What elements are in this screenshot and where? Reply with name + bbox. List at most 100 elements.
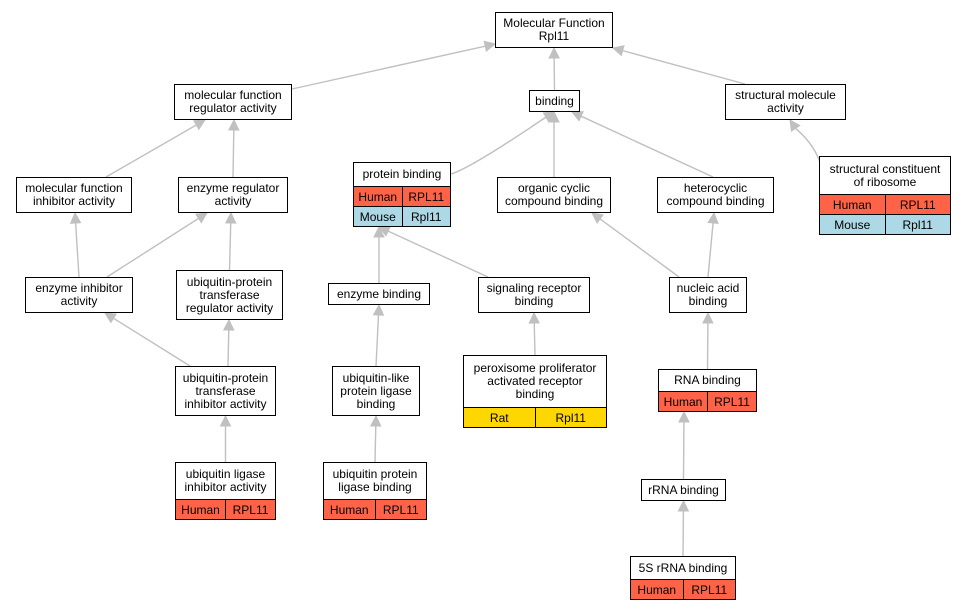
node-nucleic-acid: nucleic acid binding bbox=[669, 277, 747, 313]
node-heterocyclic: heterocyclic compound binding bbox=[657, 177, 774, 213]
edge-ubl-ligase-binding-to-enzyme-binding bbox=[375, 314, 380, 367]
node-label: molecular function inhibitor activity bbox=[25, 181, 123, 208]
node-label: 5S rRNA binding bbox=[638, 560, 728, 575]
node-signaling-receptor: signaling receptor binding bbox=[478, 277, 590, 313]
node-label: protein binding bbox=[362, 167, 442, 181]
node-structural-molecule: structural molecule activity bbox=[725, 84, 846, 120]
species-label: Human bbox=[329, 502, 369, 517]
species-label: Mouse bbox=[359, 209, 396, 224]
edge-signaling-receptor-to-protein-binding bbox=[387, 230, 489, 278]
edge-nucleic-acid-to-organic-cyclic bbox=[599, 218, 680, 278]
species-row: Human RPL11 bbox=[659, 391, 756, 411]
edge-ub-protein-ligase-binding-to-ubl-ligase-binding bbox=[374, 425, 377, 463]
arrowhead bbox=[591, 212, 604, 224]
gene-label: Rpl11 bbox=[401, 207, 451, 226]
arrowhead bbox=[224, 211, 237, 224]
node-label: rRNA binding bbox=[648, 482, 719, 497]
edge-ub-transferase-inhibitor-to-enzyme-inhibitor bbox=[113, 317, 191, 367]
edge-ub-transferase-regulator-to-enzyme-regulator bbox=[228, 222, 232, 271]
arrowhead bbox=[373, 225, 385, 238]
arrowhead bbox=[548, 110, 560, 123]
species-label: Human bbox=[832, 197, 872, 212]
arrowhead bbox=[228, 118, 240, 131]
node-label: ubiquitin-like protein ligase binding bbox=[340, 370, 412, 411]
species-label: Human bbox=[181, 502, 220, 517]
node-label: enzyme regulator activity bbox=[186, 181, 280, 208]
species-label: Mouse bbox=[834, 217, 871, 232]
node-enzyme-regulator: enzyme regulator activity bbox=[178, 177, 288, 213]
gene-label: Rpl11 bbox=[884, 215, 951, 234]
node-enzyme-inhibitor: enzyme inhibitor activity bbox=[25, 277, 133, 313]
gene-label: RPL11 bbox=[374, 500, 427, 519]
arrowhead bbox=[707, 211, 719, 224]
node-mf-root: Molecular Function Rpl11 bbox=[495, 12, 613, 48]
arrowhead bbox=[570, 111, 584, 122]
node-enzyme-binding: enzyme binding bbox=[328, 283, 430, 305]
species-row: Mouse Rpl11 bbox=[354, 206, 450, 226]
node-ppar-binding: peroxisome proliferator activated recept… bbox=[463, 355, 607, 428]
gene-label: RPL11 bbox=[401, 187, 451, 206]
edge-structural-molecule-to-mf-root bbox=[622, 49, 746, 85]
node-label: molecular function regulator activity bbox=[184, 88, 282, 115]
arrowhead bbox=[372, 303, 385, 316]
node-label: ubiquitin-protein transferase inhibitor … bbox=[182, 370, 269, 411]
node-label: peroxisome proliferator activated recept… bbox=[473, 361, 597, 401]
gene-label: Rpl11 bbox=[534, 408, 607, 427]
gene-label: RPL11 bbox=[707, 392, 756, 411]
arrowhead bbox=[193, 119, 206, 131]
gene-label: RPL11 bbox=[682, 580, 736, 599]
species-row: Human RPL11 bbox=[324, 499, 426, 519]
arrowhead bbox=[69, 211, 82, 224]
node-rrna-binding: rRNA binding bbox=[641, 479, 726, 501]
arrowhead bbox=[369, 414, 382, 427]
node-label: signaling receptor binding bbox=[486, 281, 582, 308]
node-label: RNA binding bbox=[674, 373, 741, 387]
species-row: Human RPL11 bbox=[176, 499, 275, 519]
edge-enzyme-inhibitor-to-mf-inhibitor bbox=[74, 222, 80, 278]
node-label: enzyme binding bbox=[336, 286, 422, 301]
node-label: ubiquitin ligase inhibitor activity bbox=[184, 467, 267, 494]
edge-ppar-binding-to-signaling-receptor bbox=[533, 322, 536, 356]
arrowhead bbox=[678, 410, 690, 423]
arrowhead bbox=[702, 311, 714, 324]
node-label: ubiquitin protein ligase binding bbox=[332, 467, 418, 494]
species-label: Human bbox=[358, 189, 398, 204]
arrowhead bbox=[195, 212, 208, 224]
edge-mf-inhibitor-to-mf-regulator bbox=[105, 124, 197, 178]
species-label: Human bbox=[637, 582, 677, 597]
node-organic-cyclic: organic cyclic compound binding bbox=[497, 177, 611, 213]
node-label: heterocyclic compound binding bbox=[666, 181, 765, 208]
node-label: binding bbox=[535, 93, 574, 108]
node-label: organic cyclic compound binding bbox=[504, 181, 604, 208]
node-label: structural constituent of ribosome bbox=[829, 161, 941, 189]
edge-ub-transferase-inhibitor-to-ub-transferase-regulator bbox=[227, 329, 230, 367]
arrowhead bbox=[483, 40, 497, 52]
arrowhead bbox=[611, 45, 625, 57]
edge-nucleic-acid-to-heterocyclic bbox=[707, 222, 714, 278]
node-label: enzyme inhibitor activity bbox=[35, 281, 123, 308]
species-label: Rat bbox=[489, 410, 509, 425]
edge-structural-ribosome-to-structural-molecule bbox=[795, 127, 822, 167]
arrowhead bbox=[222, 318, 235, 331]
species-row: Mouse Rpl11 bbox=[820, 214, 950, 234]
gene-label: RPL11 bbox=[225, 500, 275, 519]
node-label: nucleic acid binding bbox=[676, 281, 740, 308]
arrowhead bbox=[104, 312, 117, 324]
edge-mf-regulator-to-mf-root bbox=[291, 45, 486, 90]
node-mf-regulator: molecular function regulator activity bbox=[174, 84, 292, 120]
arrowhead bbox=[677, 499, 690, 512]
edge-protein-binding-to-binding bbox=[450, 116, 547, 175]
arrowhead bbox=[219, 414, 232, 427]
arrowhead bbox=[789, 119, 801, 132]
species-label: Human bbox=[663, 394, 703, 409]
node-label: structural molecule activity bbox=[735, 88, 836, 115]
edge-heterocyclic-to-binding bbox=[580, 115, 714, 178]
